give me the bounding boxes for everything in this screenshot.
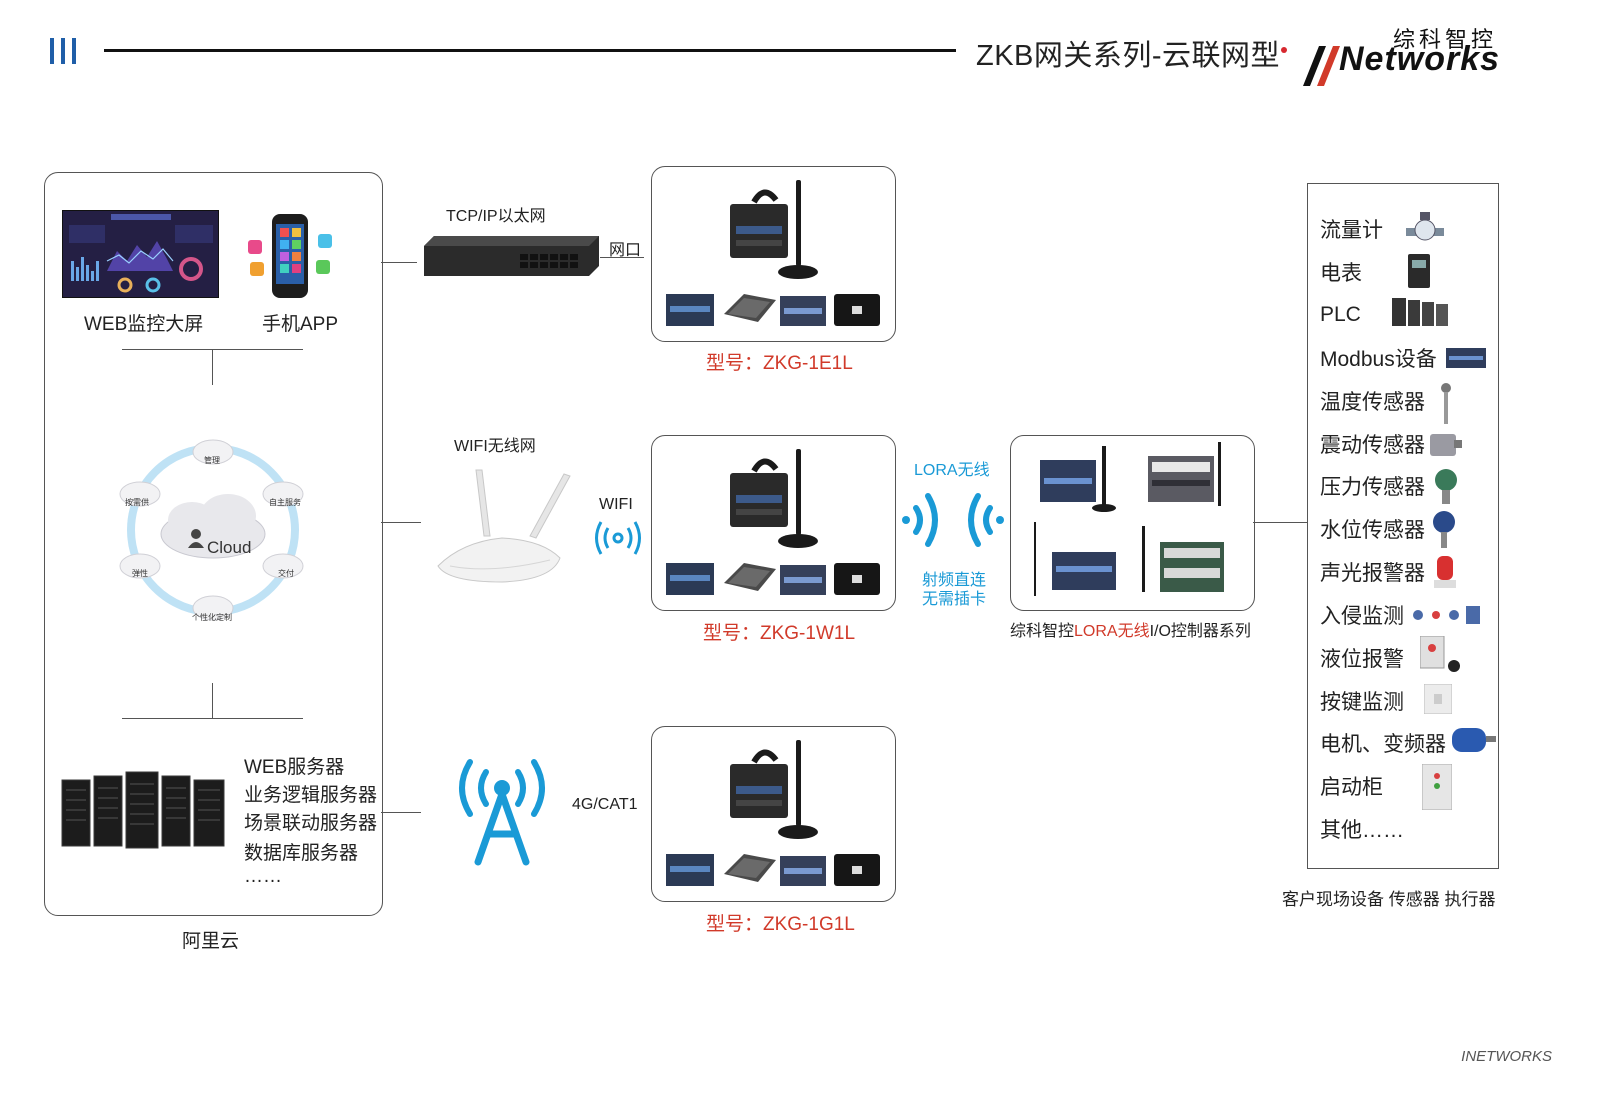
divider-stem	[212, 683, 213, 719]
level-alarm-icon	[1420, 636, 1466, 676]
wifi-router-image	[432, 466, 572, 586]
temperature-sensor-icon	[1436, 382, 1456, 424]
brand-logo: 综科智控 Networks	[1303, 18, 1503, 86]
device-item: 水位传感器	[1320, 519, 1425, 542]
device-item: 电表	[1320, 262, 1362, 285]
device-item: 启动柜	[1320, 776, 1383, 799]
plc-icon	[1392, 296, 1450, 328]
wifi-signal-icon	[594, 518, 642, 558]
lora-title: LORA无线	[914, 462, 990, 479]
lora-caption-post: I/O控制器系列	[1149, 623, 1251, 640]
title-dot	[1281, 47, 1287, 53]
device-item: 压力传感器	[1320, 476, 1425, 499]
device-item: 声光报警器	[1320, 562, 1425, 585]
starter-cabinet-icon	[1422, 764, 1452, 810]
cloud-node-1: 管理	[204, 456, 220, 465]
lora-caption-pre: 综科智控	[1010, 623, 1075, 640]
ethernet-label: TCP/IP以太网	[446, 208, 546, 225]
device-item: 按键监测	[1320, 691, 1404, 714]
link-port	[600, 257, 644, 258]
gateway-variants-image	[666, 559, 881, 599]
device-item: 震动传感器	[1320, 434, 1425, 457]
server-item: 数据库服务器	[244, 843, 359, 864]
wifi-network-label: WIFI无线网	[454, 438, 536, 455]
gateway-device-image	[724, 449, 824, 551]
page-title: ZKB网关系列-云联网型	[976, 40, 1281, 72]
field-devices-panel	[1307, 183, 1499, 869]
port-label: 网口	[609, 242, 642, 259]
server-rack-image	[58, 770, 233, 852]
device-item: 其他……	[1320, 819, 1404, 842]
cloud-node-6: 按需供	[125, 498, 149, 507]
cloud-services-diagram	[108, 430, 318, 630]
gateway-device-image	[724, 740, 824, 842]
footer-watermark: INETWORKS	[1461, 1048, 1552, 1065]
cloud-node-5: 弹性	[132, 569, 148, 578]
gateway-variants-image	[666, 850, 881, 890]
flow-meter-icon	[1406, 212, 1444, 248]
header-bars-icon	[50, 38, 76, 64]
water-level-sensor-icon	[1432, 510, 1456, 548]
header-rule	[104, 49, 956, 52]
gateway-model-cellular: 型号：ZKG-1G1L	[706, 914, 855, 935]
cell-tower-icon	[452, 758, 552, 866]
cellular-label: 4G/CAT1	[572, 796, 638, 813]
gateway-device-image	[724, 180, 824, 282]
lora-signal-icon	[898, 490, 1008, 550]
vibration-sensor-icon	[1428, 430, 1462, 458]
web-monitor-screen-image	[62, 210, 219, 298]
gateway-variants-image	[666, 290, 881, 330]
link-wifi	[381, 522, 421, 523]
gateway-model-wifi: 型号：ZKG-1W1L	[703, 623, 856, 644]
link-field-devices	[1253, 522, 1307, 523]
logo-chinese: 综科智控	[1392, 28, 1497, 53]
server-item: 场景联动服务器	[244, 813, 378, 834]
device-item: 电机、变频器	[1320, 733, 1446, 756]
modbus-device-icon	[1446, 346, 1486, 370]
device-item: 液位报警	[1320, 648, 1404, 671]
device-item: 温度传感器	[1320, 391, 1425, 414]
server-item: 业务逻辑服务器	[244, 785, 378, 806]
lora-caption-highlight: LORA无线	[1074, 623, 1150, 640]
lora-caption: 综科智控LORA无线I/O控制器系列	[1010, 617, 1251, 641]
device-item: PLC	[1320, 303, 1361, 326]
cloud-node-4: 个性化定制	[192, 613, 232, 622]
gateway-model-ethernet: 型号：ZKG-1E1L	[706, 353, 853, 374]
cloud-caption: 阿里云	[182, 931, 240, 952]
alarm-light-icon	[1434, 554, 1456, 590]
cloud-word: Cloud	[207, 538, 252, 557]
web-screen-label: WEB监控大屏	[84, 314, 204, 335]
lora-note-line1: 射频直连	[922, 572, 987, 589]
cloud-node-2: 自主服务	[269, 498, 301, 507]
intrusion-sensor-icon	[1410, 602, 1482, 628]
device-item: Modbus设备	[1320, 348, 1437, 371]
mobile-app-image	[242, 210, 338, 302]
device-item: 流量计	[1320, 219, 1383, 242]
pressure-sensor-icon	[1432, 468, 1460, 504]
server-item: WEB服务器	[244, 757, 345, 778]
lora-controllers-image	[1030, 442, 1240, 602]
electric-meter-icon	[1408, 254, 1430, 288]
lora-note-line2: 无需插卡	[922, 591, 987, 608]
push-button-icon	[1424, 684, 1452, 714]
cloud-node-3: 交付	[278, 569, 294, 578]
field-devices-caption: 客户现场设备 传感器 执行器	[1282, 890, 1496, 909]
motor-inverter-icon	[1448, 724, 1496, 756]
divider-stem	[212, 349, 213, 385]
server-item: ……	[244, 866, 282, 887]
ethernet-switch-image	[424, 236, 599, 280]
logo-slash-icon	[1303, 46, 1340, 86]
mobile-app-label: 手机APP	[262, 314, 339, 335]
device-item: 入侵监测	[1320, 605, 1404, 628]
link-ethernet	[381, 262, 417, 263]
link-cellular	[381, 812, 421, 813]
logo-english: Networks	[1339, 40, 1501, 78]
wifi-label: WIFI	[599, 496, 633, 513]
divider-line	[122, 718, 303, 719]
